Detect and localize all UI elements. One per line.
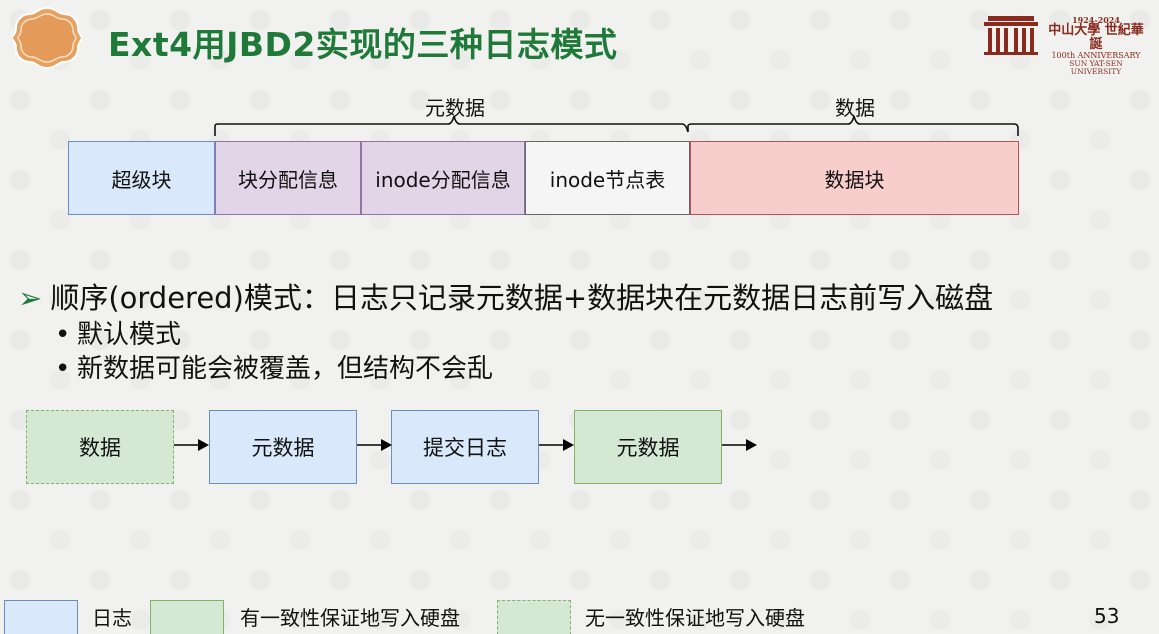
university-name-en: SUN YAT-SEN UNIVERSITY — [1069, 59, 1123, 76]
legend-label: 日志 — [92, 606, 132, 630]
legend-label: 有一致性保证地写入硬盘 — [240, 606, 460, 630]
superblock-block: 超级块 — [68, 141, 215, 215]
university-gate-icon — [984, 16, 1038, 55]
inode-allocation-block: inode分配信息 — [361, 141, 525, 215]
metadata-brace-label: 元数据 — [425, 96, 485, 120]
bullet-dot-icon: • — [55, 354, 71, 384]
flow-step-metadata-write: 元数据 — [574, 410, 722, 484]
flow-step-label: 元数据 — [251, 436, 315, 460]
sub-bullet-text: 新数据可能会被覆盖，但结构不会乱 — [77, 354, 494, 384]
flow-arrow-icon — [174, 439, 209, 451]
block-label: 数据块 — [824, 167, 885, 192]
flow-step-commit-log: 提交日志 — [391, 410, 539, 484]
block-label: inode分配信息 — [375, 167, 511, 192]
legend-swatch-inconsistent — [497, 600, 571, 634]
flow-step-data: 数据 — [26, 410, 174, 484]
block-label: 块分配信息 — [238, 167, 338, 192]
bullet-arrow-icon: ➢ — [18, 281, 43, 315]
main-bullet: ➢顺序(ordered)模式：日志只记录元数据+数据块在元数据日志前写入磁盘 — [18, 275, 993, 317]
flow-arrow-icon — [357, 439, 392, 451]
slide-title: Ext4用JBD2实现的三种日志模式 — [108, 25, 618, 64]
bullet-dot-icon: • — [55, 320, 71, 350]
legend-label: 无一致性保证地写入硬盘 — [585, 606, 805, 630]
university-years: 1924-2024 — [1072, 15, 1120, 25]
flow-arrow-icon — [722, 439, 757, 451]
legend-swatch-consistent — [150, 600, 224, 634]
block-allocation-block: 块分配信息 — [215, 141, 361, 215]
sub-bullet-item: •新数据可能会被覆盖，但结构不会乱 — [55, 348, 493, 385]
page-number: 53 — [1094, 604, 1120, 628]
flow-step-label: 提交日志 — [423, 436, 507, 460]
flow-step-metadata: 元数据 — [209, 410, 357, 484]
data-brace-label: 数据 — [835, 96, 875, 120]
university-anniversary: 100th ANNIVERSARY — [1051, 50, 1141, 60]
university-logo-text: 1924-2024 中山大學 世紀華誕 100th ANNIVERSARY SU… — [1046, 16, 1146, 76]
block-label: 超级块 — [111, 167, 172, 192]
data-block: 数据块 — [690, 141, 1019, 215]
flow-step-label: 数据 — [79, 436, 121, 460]
block-label: inode节点表 — [549, 167, 666, 192]
legend-swatch-journal — [4, 600, 78, 634]
sub-bullet-text: 默认模式 — [77, 320, 182, 350]
badge-logo-icon — [12, 6, 82, 70]
inode-table-block: inode节点表 — [525, 141, 690, 215]
sub-bullet-item: •默认模式 — [55, 314, 181, 351]
flow-step-label: 元数据 — [616, 436, 680, 460]
university-name-cn: 中山大學 世紀華誕 — [1048, 23, 1144, 53]
metadata-data-braces — [214, 115, 1019, 136]
flow-arrow-icon — [539, 439, 574, 451]
main-bullet-text: 顺序(ordered)模式：日志只记录元数据+数据块在元数据日志前写入磁盘 — [50, 281, 994, 315]
